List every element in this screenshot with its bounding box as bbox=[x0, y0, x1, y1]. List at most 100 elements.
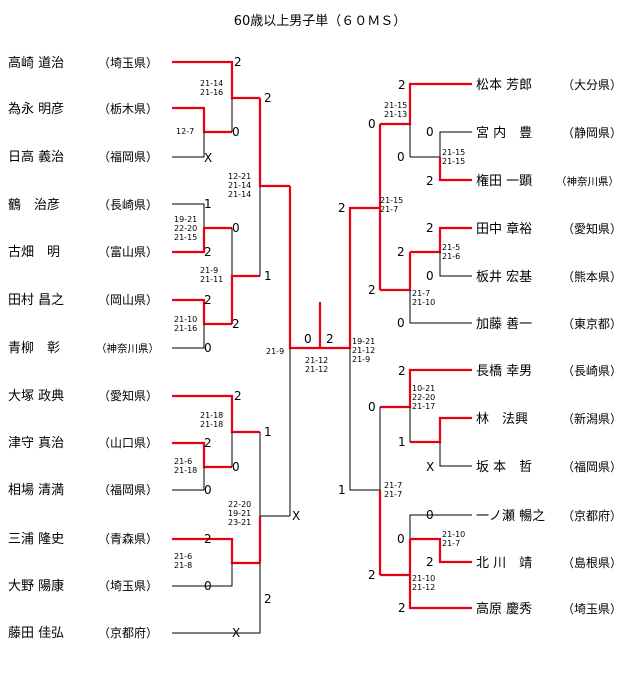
score-line: 21-6 bbox=[174, 552, 192, 561]
score-line: 21-18 bbox=[174, 466, 197, 475]
player-name: 加藤 善一 bbox=[476, 316, 532, 332]
score-line: 21-9 bbox=[266, 347, 284, 356]
result-mark: 0 bbox=[397, 150, 405, 164]
player-name: 日高 義治 bbox=[8, 149, 64, 165]
result-mark: 2 bbox=[426, 555, 434, 569]
player-name: 林 法興 bbox=[476, 412, 528, 427]
player-name: 古畑 明 bbox=[8, 245, 60, 260]
player-name: 高崎 道治 bbox=[8, 55, 64, 71]
player-name: 為永 明彦 bbox=[8, 101, 64, 117]
result-mark: 0 bbox=[426, 508, 434, 522]
score-line: 21-7 bbox=[384, 481, 402, 490]
result-mark: 2 bbox=[234, 389, 242, 403]
score-line: 21-15 bbox=[384, 101, 407, 110]
player-prefecture: （青森県） bbox=[98, 531, 158, 546]
score-line: 21-7 bbox=[442, 539, 460, 548]
player-prefecture: （埼玉県） bbox=[98, 579, 158, 593]
result-mark: 0 bbox=[397, 316, 405, 330]
result-mark: X bbox=[426, 460, 434, 474]
player-name: 権田 一顕 bbox=[476, 173, 532, 189]
score-line: 21-15 bbox=[442, 148, 465, 157]
score-line: 21-12 bbox=[305, 365, 328, 374]
score-line: 21-12 bbox=[305, 356, 328, 365]
player-name: 大野 陽康 bbox=[8, 578, 64, 594]
player-name: 鶴 治彦 bbox=[8, 197, 60, 213]
result-mark: 0 bbox=[368, 400, 376, 414]
player-name: 松本 芳郎 bbox=[476, 78, 532, 93]
result-mark: X bbox=[204, 151, 212, 165]
player-prefecture: （岡山県） bbox=[98, 293, 158, 307]
score-line: 21-12 bbox=[412, 583, 435, 592]
score-line: 12-7 bbox=[176, 127, 194, 136]
player-prefecture: （大分県） bbox=[562, 78, 622, 92]
score-line: 21-18 bbox=[200, 420, 223, 429]
result-mark: 2 bbox=[426, 174, 434, 188]
result-mark: 0 bbox=[397, 532, 405, 546]
score-line: 21-7 bbox=[380, 205, 398, 214]
player-name: 大塚 政典 bbox=[8, 389, 64, 404]
player-prefecture: （山口県） bbox=[98, 436, 158, 450]
score-line: 21-15 bbox=[442, 157, 465, 166]
result-mark: 0 bbox=[232, 125, 240, 139]
score-line: 21-10 bbox=[412, 298, 435, 307]
score-line: 12-21 bbox=[228, 172, 251, 181]
score-line: 21-15 bbox=[380, 196, 403, 205]
result-mark: 2 bbox=[338, 201, 346, 215]
final-right-score: 2 bbox=[326, 332, 334, 346]
result-mark: 0 bbox=[204, 579, 212, 593]
score-line: 10-21 bbox=[412, 384, 435, 393]
player-name: 田村 昌之 bbox=[8, 293, 64, 308]
score-line: 21-6 bbox=[442, 252, 460, 261]
player-prefecture: （愛知県） bbox=[562, 222, 622, 236]
score-line: 21-17 bbox=[412, 402, 435, 411]
result-mark: 0 bbox=[368, 117, 376, 131]
player-prefecture: （熊本県） bbox=[562, 269, 622, 284]
player-name: 高原 慶秀 bbox=[476, 601, 532, 617]
right-results: 2 0 2 0 0 2 0 0 2 2 2 2 1 X 0 0 2 2 0 2 … bbox=[338, 78, 434, 615]
score-line: 23-21 bbox=[228, 518, 251, 527]
score-line: 21-15 bbox=[174, 233, 197, 242]
score-line: 19-21 bbox=[174, 215, 197, 224]
result-mark: 2 bbox=[426, 221, 434, 235]
player-prefecture: （福岡県） bbox=[98, 482, 158, 497]
result-mark: 2 bbox=[204, 532, 212, 546]
score-line: 21-6 bbox=[174, 457, 192, 466]
score-line: 22-20 bbox=[174, 224, 197, 233]
result-mark: 2 bbox=[264, 592, 272, 606]
player-prefecture: （富山県） bbox=[98, 244, 158, 259]
score-line: 21-10 bbox=[442, 530, 465, 539]
result-mark: 1 bbox=[204, 197, 212, 211]
score-line: 19-21 bbox=[228, 509, 251, 518]
result-mark: X bbox=[292, 509, 300, 523]
player-prefecture: （京都府） bbox=[562, 508, 622, 523]
result-mark: 0 bbox=[232, 221, 240, 235]
page-title: 60歳以上男子単（６０ＭＳ） bbox=[233, 14, 407, 29]
score-line: 21-18 bbox=[200, 411, 223, 420]
left-players: 高崎 道治 （埼玉県） 為永 明彦 （栃木県） 日高 義治 （福岡県） 鶴 治彦… bbox=[8, 55, 159, 641]
result-mark: 2 bbox=[204, 245, 212, 259]
player-prefecture: （栃木県） bbox=[98, 102, 158, 116]
score-line: 21-9 bbox=[200, 266, 218, 275]
player-prefecture: （東京都） bbox=[562, 317, 622, 331]
left-bracket-lines bbox=[172, 60, 320, 634]
score-line: 21-7 bbox=[384, 490, 402, 499]
result-mark: 2 bbox=[264, 91, 272, 105]
score-line: 21-5 bbox=[442, 243, 460, 252]
player-name: 相場 清満 bbox=[8, 483, 64, 498]
player-prefecture: （長崎県） bbox=[98, 198, 158, 212]
score-line: 21-14 bbox=[228, 181, 251, 190]
score-line: 21-7 bbox=[412, 289, 430, 298]
player-prefecture: （愛知県） bbox=[98, 389, 158, 403]
result-mark: X bbox=[232, 626, 240, 640]
player-name: 三浦 隆史 bbox=[8, 532, 64, 547]
player-name: 青柳 彰 bbox=[8, 340, 60, 356]
score-line: 21-8 bbox=[174, 561, 192, 570]
player-prefecture: （京都府） bbox=[98, 625, 158, 640]
result-mark: 0 bbox=[232, 460, 240, 474]
right-players: 松本 芳郎 （大分県） 宮 内 豊 （静岡県） 権田 一顕 （神奈川県） 田中 … bbox=[476, 78, 622, 617]
player-prefecture: （埼玉県） bbox=[562, 602, 622, 616]
result-mark: 0 bbox=[426, 269, 434, 283]
player-prefecture: （長崎県） bbox=[562, 364, 622, 378]
player-name: 坂 本 哲 bbox=[476, 460, 532, 475]
score-line: 22-20 bbox=[228, 500, 251, 509]
